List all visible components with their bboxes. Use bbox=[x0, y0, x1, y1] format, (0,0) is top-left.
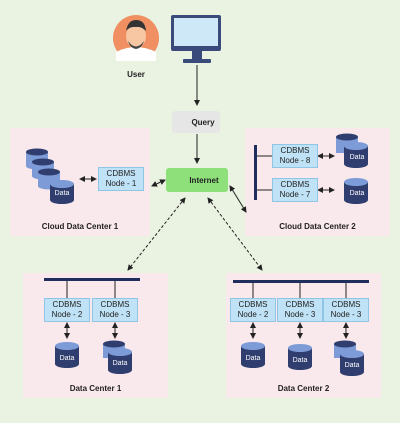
cdbms-node: CDBMS Node - 2 bbox=[230, 298, 276, 322]
node-label: CDBMS Node - 8 bbox=[279, 146, 311, 165]
monitor-icon bbox=[171, 15, 221, 63]
data-center-1-panel bbox=[23, 273, 168, 398]
query-box: Query bbox=[172, 111, 220, 133]
data-center-2-title: Data Center 2 bbox=[277, 384, 330, 393]
node-label: CDBMS Node - 3 bbox=[330, 300, 362, 319]
db-label: Data bbox=[60, 355, 75, 362]
database-stack-icon bbox=[26, 148, 74, 204]
node-label: CDBMS Node - 1 bbox=[105, 169, 137, 188]
user-avatar-icon bbox=[113, 15, 159, 61]
bus-bar bbox=[254, 145, 257, 200]
bus-bar bbox=[44, 278, 140, 281]
node-label: CDBMS Node - 7 bbox=[279, 180, 311, 199]
internet-label: Internet bbox=[189, 175, 219, 185]
user-label: User bbox=[127, 70, 145, 79]
node-label: CDBMS Node - 2 bbox=[237, 300, 269, 319]
database-icon bbox=[55, 342, 79, 368]
cdbms-node: CDBMS Node - 7 bbox=[272, 178, 318, 202]
cloud-data-center-1-title: Cloud Data Center 1 bbox=[41, 222, 119, 231]
cdbms-node: CDBMS Node - 3 bbox=[277, 298, 323, 322]
node-label: CDBMS Node - 3 bbox=[99, 300, 131, 319]
db-label: Data bbox=[345, 362, 360, 369]
cloud-data-center-2-title: Cloud Data Center 2 bbox=[279, 222, 356, 231]
db-label: Data bbox=[293, 357, 308, 364]
bus-bar bbox=[233, 280, 369, 283]
internet-box: Internet bbox=[166, 168, 228, 192]
database-stack-icon bbox=[103, 340, 132, 374]
query-label: Query bbox=[191, 117, 215, 127]
database-icon bbox=[336, 133, 368, 168]
database-icon bbox=[344, 178, 368, 204]
cdbms-node: CDBMS Node - 1 bbox=[98, 167, 144, 191]
cdbms-node: CDBMS Node - 3 bbox=[323, 298, 369, 322]
db-label: Data bbox=[113, 360, 128, 367]
cdbms-node: CDBMS Node - 8 bbox=[272, 144, 318, 168]
db-label: Data bbox=[55, 190, 70, 197]
cdbms-node: CDBMS Node - 3 bbox=[92, 298, 138, 322]
db-label: Data bbox=[350, 190, 365, 197]
node-label: CDBMS Node - 3 bbox=[284, 300, 316, 319]
db-label: Data bbox=[246, 355, 261, 362]
database-stack-icon bbox=[334, 340, 364, 376]
database-icon bbox=[288, 344, 312, 370]
database-icon bbox=[241, 342, 265, 368]
cdbms-node: CDBMS Node - 2 bbox=[44, 298, 90, 322]
db-label: Data bbox=[350, 154, 365, 161]
data-center-1-title: Data Center 1 bbox=[69, 384, 122, 393]
node-label: CDBMS Node - 2 bbox=[51, 300, 83, 319]
